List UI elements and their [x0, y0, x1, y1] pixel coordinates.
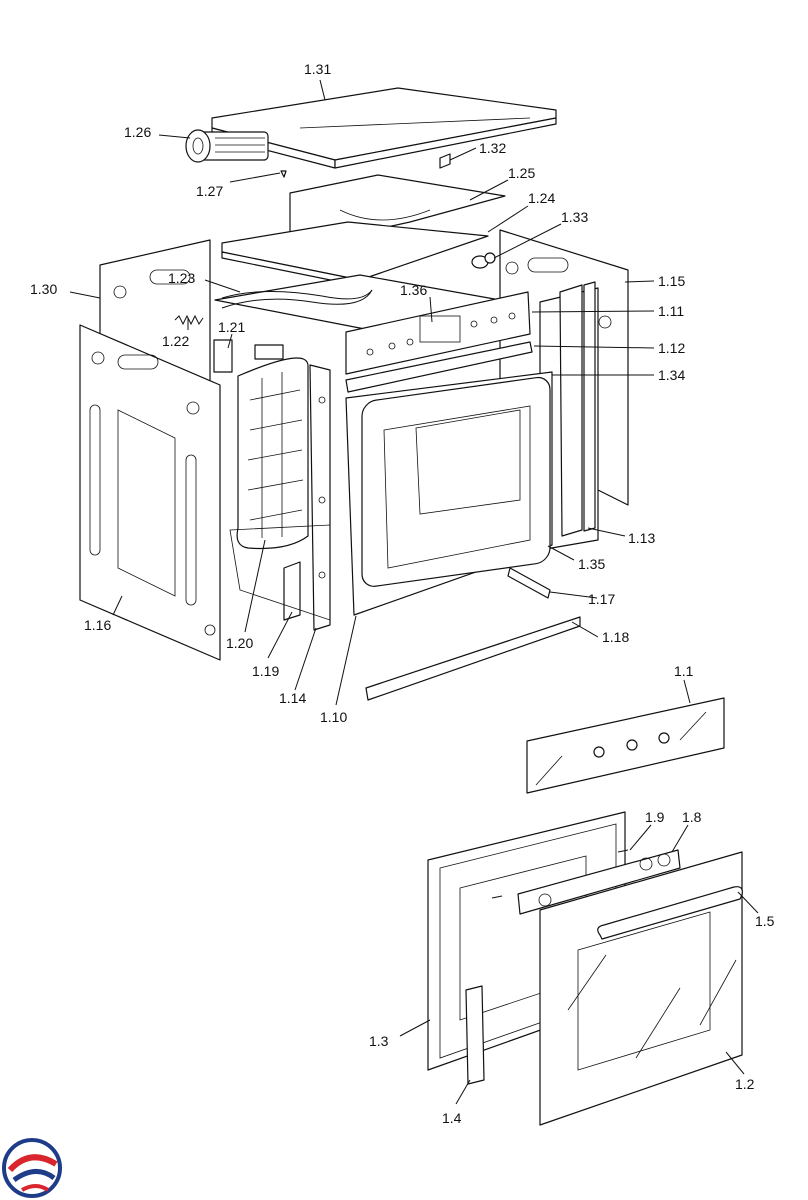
top-element-1-23	[221, 289, 373, 309]
top-cover-1-31	[211, 87, 557, 169]
bracket-1-19	[283, 561, 301, 621]
label-1-19: 1.19	[252, 663, 279, 679]
front-frame-1-10	[345, 371, 553, 616]
label-1-16: 1.16	[84, 617, 111, 633]
cavity-floor	[229, 524, 331, 621]
bottom-rail-1-17	[507, 567, 551, 599]
bottom-rail-1-18	[365, 616, 581, 701]
label-1-3: 1.3	[369, 1033, 389, 1049]
label-1-17: 1.17	[588, 591, 615, 607]
label-1-11: 1.11	[658, 303, 684, 319]
label-1-9: 1.9	[645, 809, 665, 825]
label-1-21: 1.21	[218, 319, 245, 335]
label-1-32: 1.32	[479, 140, 506, 156]
label-1-30: 1.30	[30, 281, 57, 297]
label-1-13: 1.13	[628, 530, 655, 546]
label-1-10: 1.10	[320, 709, 347, 725]
label-1-20: 1.20	[226, 635, 253, 651]
label-1-18: 1.18	[602, 629, 629, 645]
leader-lines	[69, 79, 759, 1105]
label-1-27: 1.27	[196, 183, 223, 199]
control-panel-1-11	[345, 291, 531, 375]
label-1-33: 1.33	[561, 209, 588, 225]
label-1-35: 1.35	[578, 556, 605, 572]
tangential-fan-1-26	[185, 129, 269, 163]
clip-1-32	[439, 153, 451, 169]
screw-1-9	[491, 849, 629, 899]
door-handle-1-5	[597, 886, 743, 940]
brand-logo-icon	[2, 1138, 62, 1198]
label-1-24: 1.24	[528, 190, 555, 206]
label-1-34: 1.34	[658, 367, 685, 383]
side-rail-1-13	[559, 281, 596, 537]
label-1-26: 1.26	[124, 124, 151, 140]
callout-labels: 1.31 1.26 1.32 1.25 1.27 1.24 1.33 1.30 …	[30, 61, 775, 1126]
label-1-25: 1.25	[508, 165, 535, 181]
label-1-8: 1.8	[682, 809, 702, 825]
label-1-22: 1.22	[162, 333, 189, 349]
label-1-4: 1.4	[442, 1110, 462, 1126]
side-panel-1-16	[79, 324, 221, 661]
outer-door-1-2	[539, 851, 743, 1126]
spring-1-22	[174, 314, 204, 326]
bracket-plate-1-8	[517, 849, 681, 915]
label-1-5: 1.5	[755, 913, 775, 929]
oven-lamp-1-33	[471, 252, 496, 269]
label-1-23: 1.23	[168, 270, 195, 286]
label-1-2: 1.2	[735, 1076, 755, 1092]
label-1-12: 1.12	[658, 340, 685, 356]
label-1-1: 1.1	[674, 663, 694, 679]
control-glass-1-1	[526, 697, 725, 794]
knob-strip-1-12	[345, 341, 533, 393]
label-1-14: 1.14	[279, 690, 306, 706]
label-1-15: 1.15	[658, 273, 685, 289]
label-1-31: 1.31	[304, 61, 331, 77]
screw-1-27	[280, 170, 287, 178]
insulation-1-20	[213, 339, 309, 550]
side-strip-1-14	[309, 364, 331, 631]
label-1-36: 1.36	[400, 282, 427, 298]
